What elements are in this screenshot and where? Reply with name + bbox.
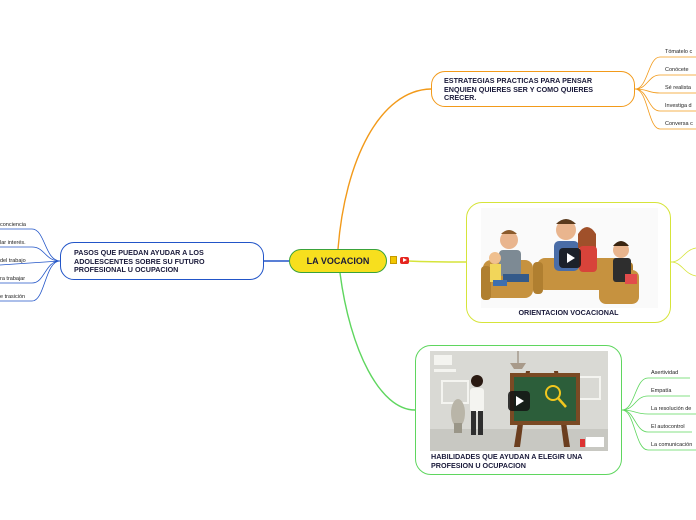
central-topic-label: LA VOCACION [306, 256, 370, 266]
notes-icon[interactable] [390, 256, 397, 264]
skills-video-thumbnail[interactable] [430, 351, 608, 451]
orientation-topic[interactable]: ORIENTACION VOCACIONAL [466, 202, 671, 323]
strategy-item[interactable]: Conversa c [665, 121, 693, 127]
skill-item[interactable]: El autocontrol [651, 424, 685, 430]
skill-item[interactable]: La resolución de [651, 406, 692, 412]
strategies-title: ESTRATEGIAS PRACTICAS PARA PENSAR ENQUIE… [444, 76, 594, 102]
steps-title: PASOS QUE PUEDAN AYUDAR A LOS ADOLESCENT… [74, 248, 205, 274]
video-play-icon[interactable] [508, 391, 530, 411]
video-play-icon[interactable] [559, 248, 581, 268]
central-topic-icons [390, 256, 409, 264]
skill-item[interactable]: La comunicación [651, 442, 693, 448]
step-item[interactable]: e trasición [0, 294, 26, 300]
orientation-title: ORIENTACION VOCACIONAL [518, 308, 619, 317]
orientation-video-thumbnail[interactable] [481, 208, 658, 308]
chalkboard-illustration [430, 351, 608, 451]
skills-topic[interactable]: HABILIDADES QUE AYUDAN A ELEGIR UNA PROF… [415, 345, 622, 475]
step-item[interactable]: lar interés. [0, 240, 26, 246]
strategies-topic[interactable]: ESTRATEGIAS PRACTICAS PARA PENSAR ENQUIE… [431, 71, 635, 107]
strategy-item[interactable]: Conócete [665, 67, 689, 73]
step-item[interactable]: del trabajo [0, 258, 26, 264]
strategy-item[interactable]: Sé realista [665, 85, 691, 91]
strategy-item[interactable]: Tómatelo c [665, 49, 693, 55]
strategy-item[interactable]: Investiga d [665, 103, 692, 109]
skills-title: HABILIDADES QUE AYUDAN A ELEGIR UNA PROF… [431, 452, 583, 470]
step-item[interactable]: conciencia [0, 222, 26, 228]
youtube-icon[interactable] [400, 256, 409, 264]
step-item[interactable]: ra trabajar [0, 276, 26, 282]
skill-item[interactable]: Empatía [651, 388, 672, 394]
counseling-illustration [481, 208, 658, 308]
central-topic[interactable]: LA VOCACION [289, 249, 387, 273]
skill-item[interactable]: Asertividad [651, 370, 679, 376]
steps-topic[interactable]: PASOS QUE PUEDAN AYUDAR A LOS ADOLESCENT… [60, 242, 264, 280]
